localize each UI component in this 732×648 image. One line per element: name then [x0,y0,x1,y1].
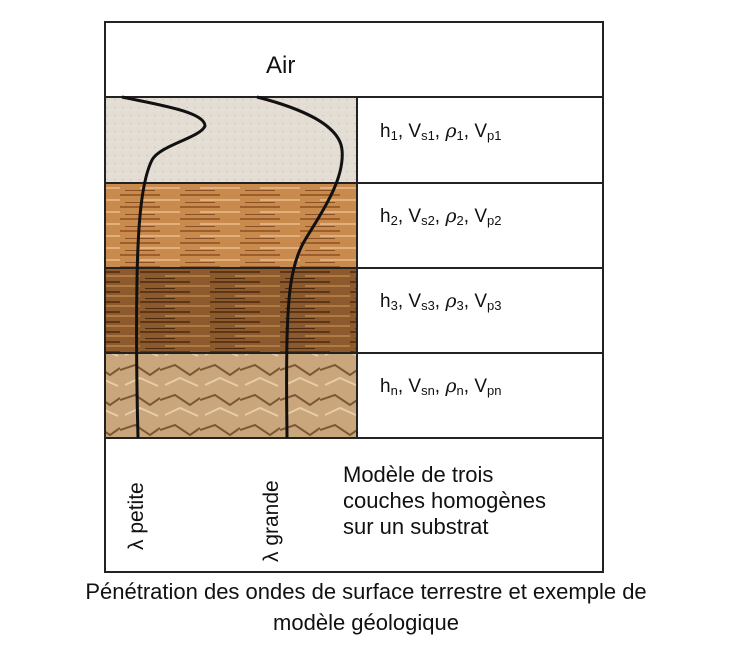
caption-line: modèle géologique [273,610,459,635]
small-wavelength-curve [121,95,207,439]
layer-3-params: h3, Vs3, ρ3, Vp3 [380,290,502,313]
small-wavelength-label: λ petite [125,482,148,550]
description-line: Modèle de trois [343,462,494,487]
large-wavelength-label: λ grande [260,480,283,562]
air-label: Air [266,52,296,79]
description-line: couches homogènes [343,488,547,513]
layer-3-texture [105,268,357,353]
layer-1-params: h1, Vs1, ρ1, Vp1 [380,120,502,143]
layer-1-texture [105,97,357,183]
large-wavelength-curve [256,95,344,439]
figure-caption: Pénétration des ondes de surface terrest… [0,576,732,638]
layer-2-params: h2, Vs2, ρ2, Vp2 [380,205,502,228]
outer-frame [104,21,604,573]
substrate-params: hn, Vsn, ρn, Vpn [380,375,502,398]
model-description: Modèle de trois couches homogènes sur un… [343,462,546,540]
description-line: sur un substrat [343,514,489,539]
caption-line: Pénétration des ondes de surface terrest… [85,579,647,604]
substrate-texture [105,353,357,438]
